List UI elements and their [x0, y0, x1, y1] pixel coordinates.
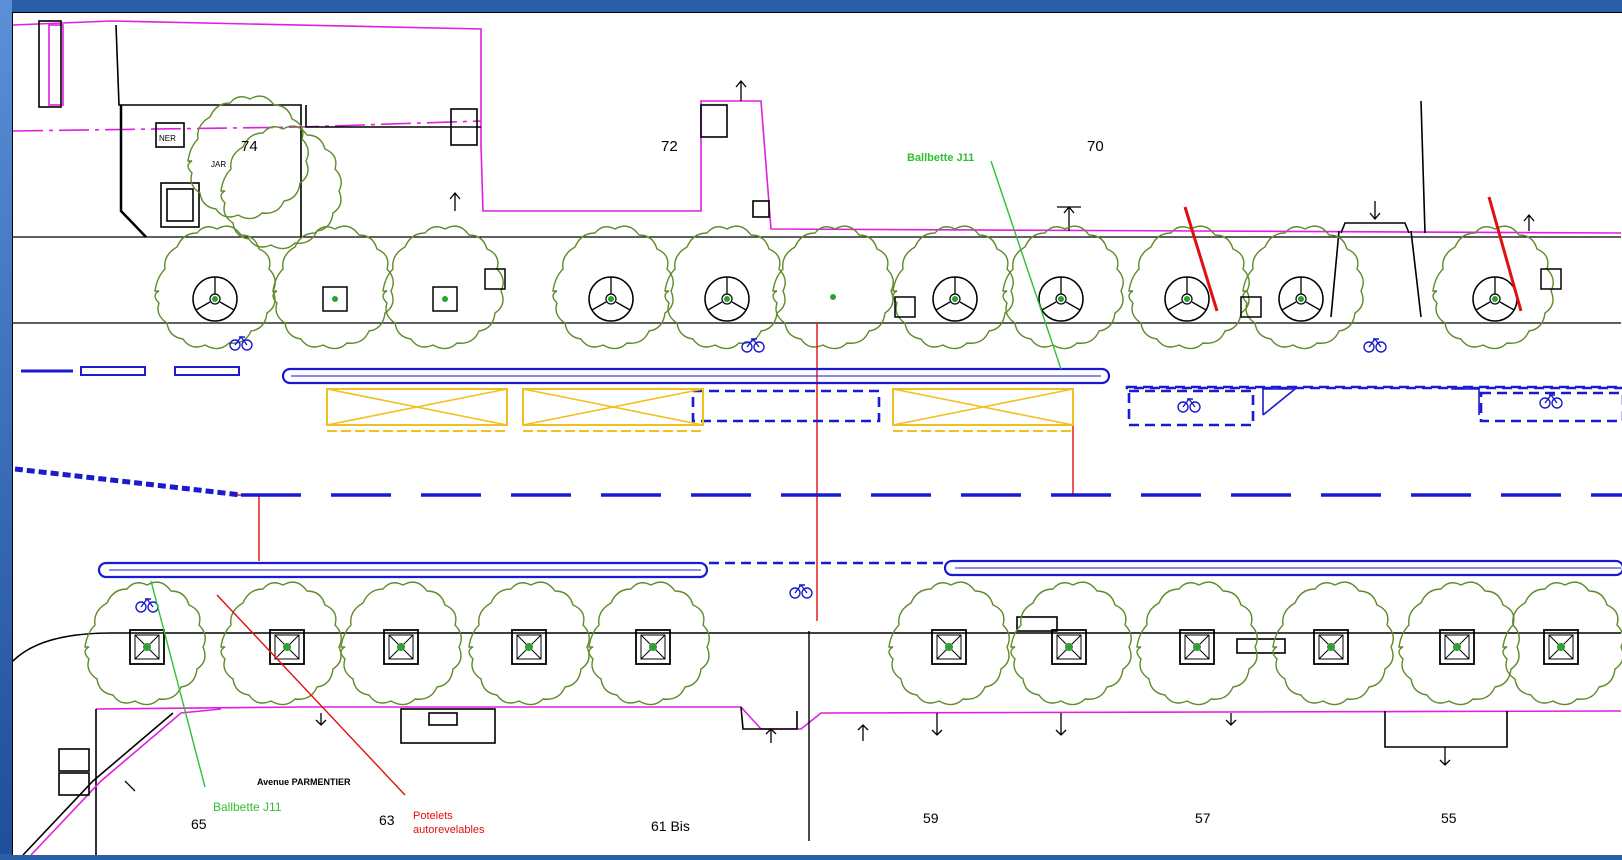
label-autorevelables: autorevelables [413, 824, 485, 836]
tree-pits-bottom [129, 629, 1579, 665]
label-jar: JAR [211, 160, 226, 169]
house-number-63: 63 [379, 812, 395, 828]
tree-row-bottom [84, 581, 1622, 706]
label-ner: NER [159, 134, 176, 143]
house-number-74: 74 [241, 138, 258, 155]
house-number-55: 55 [1441, 810, 1457, 826]
house-number-57: 57 [1195, 810, 1211, 826]
house-number-70: 70 [1087, 138, 1104, 155]
tree-grates-top [192, 268, 1562, 322]
annotation-leaders [150, 160, 1062, 796]
house-number-72: 72 [661, 138, 678, 155]
labels: 74 72 70 NER JAR Ballbette J11 Ballbette… [159, 134, 1457, 836]
street-plan-canvas: 74 72 70 NER JAR Ballbette J11 Ballbette… [12, 12, 1622, 856]
house-number-65: 65 [191, 816, 207, 832]
parking-bays [326, 388, 1074, 432]
house-number-61bis: 61 Bis [651, 818, 690, 834]
label-ballbette-top: Ballbette J11 [907, 152, 974, 164]
house-number-59: 59 [923, 810, 939, 826]
access-arrows [124, 79, 1535, 792]
street-name: Avenue PARMENTIER [257, 777, 351, 787]
label-potelets: Potelets [413, 810, 453, 822]
red-bollard-marks [237, 196, 1523, 621]
street-plan-drawing: 74 72 70 NER JAR Ballbette J11 Ballbette… [12, 20, 1622, 856]
window-left-edge [0, 0, 12, 854]
bike-parking-top [229, 336, 1563, 413]
building-outlines [12, 20, 1622, 856]
label-ballbette-bottom: Ballbette J11 [213, 800, 282, 814]
bike-lane-markings [14, 366, 1622, 579]
tree-row-top [154, 95, 1554, 350]
